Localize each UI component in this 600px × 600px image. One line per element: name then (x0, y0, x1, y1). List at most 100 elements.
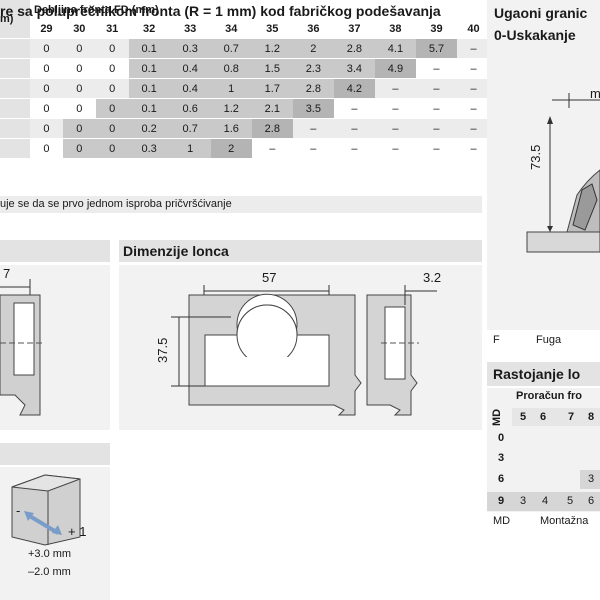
table-cell: 0 (95, 78, 129, 99)
column-header: 33 (184, 22, 197, 35)
row-label-cell (0, 38, 30, 59)
column-header: 31 (106, 22, 119, 35)
table-cell: 0.3 (128, 138, 170, 158)
adjust-section-bar (0, 443, 110, 465)
adjust-minus-value: –2.0 mm (28, 566, 71, 578)
table-cell: 0 (95, 58, 129, 79)
table-cell: – (374, 118, 416, 139)
table-cell: 2 (210, 138, 252, 158)
table-cell: 0.3 (169, 38, 211, 59)
column-header: 35 (266, 22, 279, 35)
table-cell: – (415, 78, 457, 99)
cup-drawing (171, 285, 437, 416)
table-cell: 0 (62, 138, 96, 158)
spacing-row9-v2: 4 (542, 495, 549, 507)
table-cell: 0 (95, 38, 129, 59)
table-cell: 0.1 (128, 58, 170, 79)
hinge-angle-drawing (526, 93, 600, 253)
spacing-row9-bg (487, 492, 600, 511)
table-cell: 0.6 (169, 98, 211, 119)
table-cell: – (415, 138, 457, 158)
table-cell: 0 (95, 118, 129, 139)
table-cell: 2 (292, 38, 334, 59)
table-cell: 2.3 (292, 58, 334, 79)
table-cell: – (333, 138, 375, 158)
spacing-row-0: 0 (498, 432, 505, 444)
table-cell: 0.4 (169, 58, 211, 79)
spacing-footer-text: Montažna (540, 515, 589, 527)
table-cell: 0 (62, 78, 96, 99)
legend-f: F (493, 334, 500, 346)
cup-side-label: 3.2 (423, 270, 442, 285)
table-cell: 0.8 (210, 58, 252, 79)
table-cell: 1 (210, 78, 252, 99)
left-cup-drawing (0, 279, 45, 416)
spacing-md-label: MD (491, 408, 503, 426)
table-cell: 2.8 (333, 38, 375, 59)
left-section-bar (0, 240, 110, 262)
spacing-col-header-bg (512, 408, 600, 426)
table-cell: 0 (95, 98, 129, 119)
cup-width-label: 57 (262, 270, 277, 285)
table-cell: – (415, 58, 457, 79)
spacing-calc-header: Proračun fro (516, 390, 583, 402)
table-cell: 0.7 (169, 118, 211, 139)
table-cell: 0 (62, 58, 96, 79)
table-cell: – (457, 118, 490, 139)
legend-fuga: Fuga (536, 334, 562, 346)
table-cell: 4.9 (374, 58, 416, 79)
table-cell: – (374, 138, 416, 158)
spacing-row9-v3: 5 (567, 495, 574, 507)
left-dim-label: 7 (3, 266, 11, 281)
spacing-row-9: 9 (498, 495, 505, 507)
column-header: 34 (225, 22, 238, 35)
table-cell: – (374, 78, 416, 99)
dim-top-label: m (590, 86, 600, 101)
unit-label: m) (0, 0, 30, 39)
table-cell: – (457, 98, 490, 119)
table-cell: – (333, 118, 375, 139)
column-header: 32 (143, 22, 156, 35)
table-cell: 5.7 (415, 38, 457, 59)
spacing-col-7: 7 (568, 411, 575, 423)
spacing-title: Rastojanje lo (487, 362, 600, 386)
adjust-minus-sign: - (16, 503, 21, 518)
spacing-row-6: 6 (498, 473, 505, 485)
angle-heading: Ugaoni granic (494, 5, 588, 21)
table-cell: 1.2 (251, 38, 293, 59)
table-cell: 0 (62, 98, 96, 119)
table-cell: – (292, 118, 334, 139)
table-cell: – (333, 98, 375, 119)
table-cell: 3.5 (292, 98, 334, 119)
table-cell: 0.4 (169, 78, 211, 99)
snap-heading: 0-Uskakanje (494, 27, 576, 43)
table-cell: 0 (30, 138, 63, 158)
table-cell: 2.8 (292, 78, 334, 99)
footnote: uje se da se prvo jednom isproba pričvrš… (0, 196, 482, 213)
thickness-header: Debljina fronta FD (mm) (34, 3, 159, 16)
column-header: 37 (348, 22, 361, 35)
table-cell: 0.1 (128, 78, 170, 99)
column-header: 30 (73, 22, 86, 35)
adjust-plus-sign: + 1 (68, 524, 87, 539)
table-cell: – (457, 38, 490, 59)
table-cell: 0.2 (128, 118, 170, 139)
table-cell: 1.7 (251, 78, 293, 99)
column-header: 39 (430, 22, 443, 35)
table-cell: – (415, 118, 457, 139)
table-cell: 1.6 (210, 118, 252, 139)
table-cell: 0 (30, 58, 63, 79)
cup-section-title: Dimenzije lonca (119, 240, 482, 262)
table-cell: – (292, 138, 334, 158)
spacing-col-6: 6 (540, 411, 547, 423)
table-cell: 1.5 (251, 58, 293, 79)
table-cell: 0 (30, 38, 63, 59)
column-header: 40 (467, 22, 480, 35)
table-cell: 0.7 (210, 38, 252, 59)
spacing-col-5: 5 (520, 411, 527, 423)
row-label-cell (0, 78, 30, 99)
